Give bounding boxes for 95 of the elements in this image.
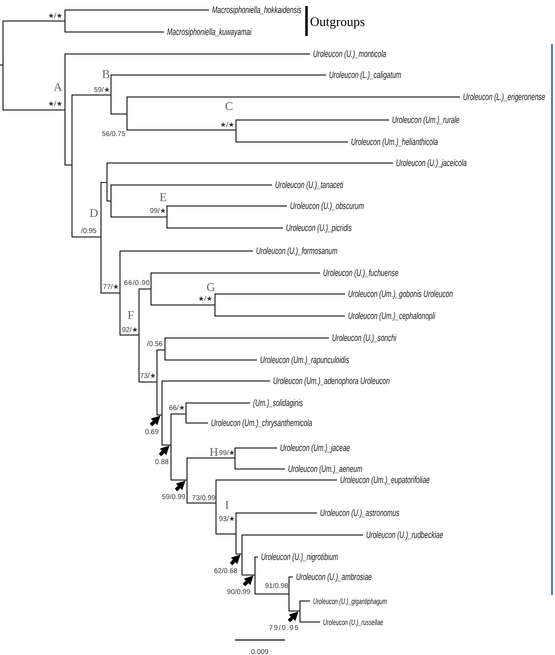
tree-branch	[216, 502, 236, 534]
tree-branch	[162, 414, 172, 446]
tree-branch	[170, 444, 188, 480]
tree-branch	[242, 534, 364, 554]
tree-branch	[170, 414, 186, 446]
tree-branch	[0, 64, 66, 110]
clade-letter: E	[160, 191, 167, 203]
tree-branch	[156, 382, 162, 416]
pointer-arrow	[230, 554, 240, 566]
tree-branch	[186, 480, 216, 504]
tree-branch	[288, 576, 294, 594]
taxon-label: Uroleucon (U.)_russellae	[323, 618, 384, 628]
pointer-arrow	[242, 576, 254, 586]
tree-branch	[186, 414, 208, 424]
taxon-label: Uroleucon (U.)_formosanum	[256, 247, 338, 257]
tree-branch	[288, 594, 300, 612]
tree-branch	[254, 556, 258, 576]
tree-branch	[300, 610, 320, 622]
tree-branch	[110, 94, 128, 114]
clade-letter: H	[210, 446, 218, 458]
tree-branch	[150, 288, 216, 306]
tree-branch	[166, 206, 288, 218]
tree-branch	[236, 512, 318, 534]
taxon-label: Uroleucon (U.)_gigantiphagum	[313, 597, 388, 607]
taxon-label: Uroleucon (U.)_jaceicola	[396, 159, 467, 169]
tree-branch	[156, 350, 166, 382]
clade-letter: C	[225, 100, 234, 112]
taxon-label: Uroleucon (L.)_erigeronense	[463, 93, 546, 103]
tree-branch	[126, 114, 236, 130]
taxon-label: Uroleucon (Um.)_rapunculoidis	[260, 356, 350, 366]
taxon-label: Uroleucon (U.)_monticola	[313, 50, 386, 60]
tree-branch	[216, 480, 338, 504]
tree-branch	[254, 574, 290, 594]
tree-branch	[236, 120, 390, 130]
tree-branch	[64, 110, 102, 238]
taxon-label: Uroleucon (U.)_rudbeckiae	[366, 531, 444, 541]
taxon-label: Uroleucon (Um.)_chrysanthemicola	[211, 419, 312, 429]
tree-branch	[64, 10, 210, 22]
tree-branch	[234, 448, 278, 458]
taxon-label: Uroleucon (U.)_astronomus	[320, 509, 400, 519]
taxon-label: Uroleucon (U.)_tanaceti	[275, 181, 344, 191]
tree-branch	[300, 600, 310, 612]
pointer-arrow	[150, 416, 160, 426]
taxon-label: Uroleucon (U.)_picridis	[286, 224, 352, 234]
taxon-label: Uroleucon (U.)_fuchuense	[323, 269, 398, 279]
tree-branch	[110, 74, 326, 96]
clade-letter: I	[225, 499, 229, 511]
tree-branch	[166, 216, 284, 228]
taxon-label: Macrosiphoniella_hokkaidensis	[212, 6, 302, 16]
clade-letter: D	[90, 207, 98, 219]
pointer-arrow	[158, 446, 170, 456]
taxon-label: Uroleucon (Um.)_jaceae	[280, 444, 350, 454]
pointer-arrow	[288, 612, 298, 622]
tree-branch	[214, 304, 346, 316]
tree-branch	[120, 250, 254, 294]
clade-letter: A	[54, 81, 62, 93]
taxon-label: Uroleucon (U.)_nigrotibium	[261, 553, 338, 563]
tree-branch	[236, 534, 242, 554]
group-label: Outgroups	[310, 15, 365, 29]
taxon-label: (Um.)_solidaginis	[253, 399, 303, 409]
tree-branch	[138, 334, 158, 382]
tree-branch	[100, 236, 120, 294]
tree-branch	[236, 130, 348, 142]
tree-branch	[162, 380, 270, 416]
taxon-label: Uroleucon (U.)_obscurum	[290, 202, 364, 212]
taxon-label: Uroleucon (Um.)_rurale	[392, 116, 460, 126]
tree-branch	[138, 288, 152, 336]
tree-branch	[120, 292, 140, 336]
tree-branch	[0, 20, 66, 66]
taxon-label: Uroleucon (L.)_caligatum	[329, 71, 402, 81]
tree-branch	[64, 54, 310, 110]
tree-branch	[214, 294, 346, 306]
taxon-label: Uroleucon (U.)_ambrosiae	[296, 573, 372, 583]
pointer-arrow	[174, 480, 186, 492]
tree-branch	[100, 182, 168, 238]
taxon-label: Uroleucon (Um.)_adenophora Uroleucon	[273, 377, 390, 387]
taxon-label: Uroleucon (U.)_sonchi	[332, 334, 396, 344]
tree-branch	[186, 402, 250, 414]
tree-branch	[126, 96, 460, 114]
tree-branch	[164, 338, 330, 350]
tree-branch	[242, 554, 256, 576]
taxon-label: Uroleucon (Um.)_aeneum	[288, 465, 362, 475]
tree-branch	[150, 272, 320, 290]
tree-branch	[234, 458, 286, 470]
clade-letter: F	[128, 309, 134, 321]
tree-branch	[186, 458, 236, 480]
taxon-label: Uroleucon (Um.)_helianthicola	[351, 138, 438, 148]
taxon-label: Macrosiphoniella_kuwayamai	[167, 28, 252, 38]
tree-branch	[164, 350, 258, 360]
taxon-label: Uroleucon (Um.)_cephalonopli	[348, 312, 436, 322]
tree-branch	[64, 20, 164, 32]
clade-letter: G	[206, 281, 216, 293]
clade-letter: B	[102, 68, 110, 80]
taxon-label: Uroleucon (Um.)_eupatorifoliae	[340, 476, 430, 486]
taxon-label: Uroleucon (Um.)_gobonis Uroleucon	[348, 290, 453, 300]
